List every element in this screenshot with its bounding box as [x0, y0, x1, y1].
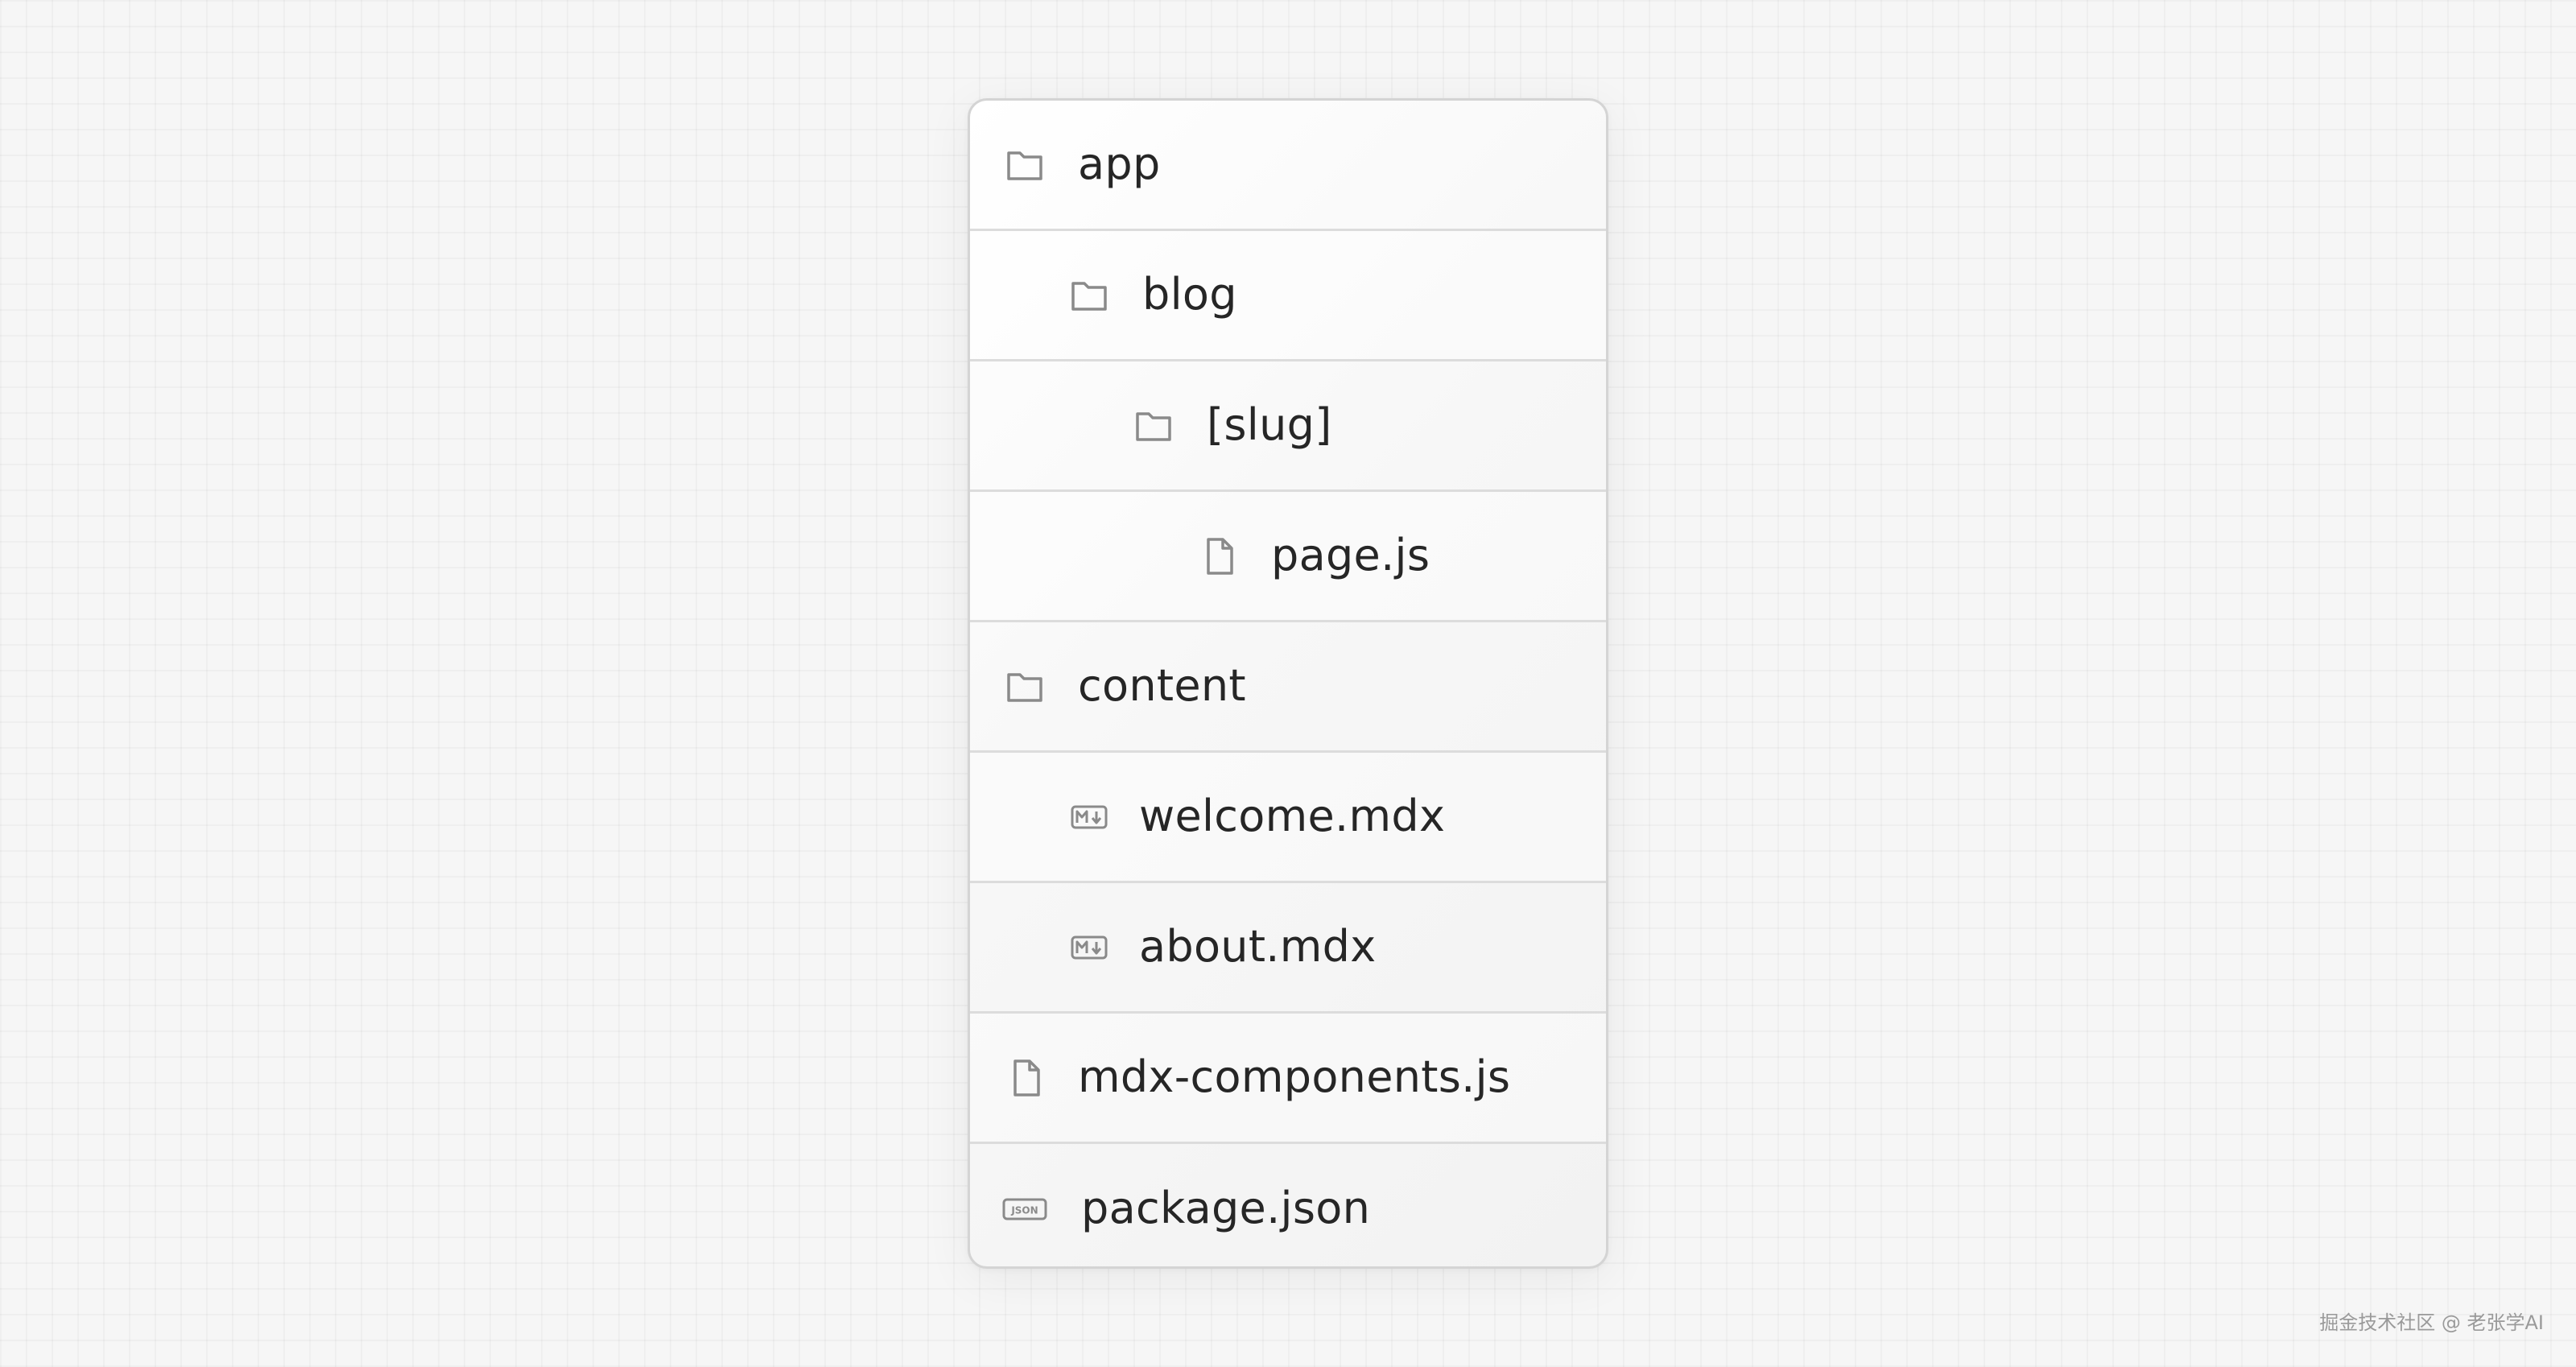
tree-item-label: app [1078, 138, 1161, 189]
tree-row-mdx-components-js[interactable]: mdx-components.js [970, 1014, 1606, 1144]
file-tree: app blog [slug] page.js content welcome.… [968, 98, 1608, 1269]
markdown-icon [1068, 796, 1110, 838]
tree-row-app[interactable]: app [970, 101, 1606, 231]
tree-item-label: [slug] [1207, 399, 1332, 450]
tree-row-page-js[interactable]: page.js [970, 492, 1606, 622]
file-icon [1005, 1057, 1047, 1099]
tree-row-content[interactable]: content [970, 622, 1606, 753]
folder-icon [1133, 405, 1174, 447]
tree-row-welcome-mdx[interactable]: welcome.mdx [970, 753, 1606, 883]
tree-row-about-mdx[interactable]: about.mdx [970, 883, 1606, 1014]
svg-text:JSON: JSON [1010, 1205, 1038, 1216]
tree-item-label: blog [1142, 268, 1237, 320]
tree-item-label: package.json [1081, 1183, 1371, 1234]
tree-row-package-json[interactable]: JSON package.json [970, 1144, 1606, 1266]
folder-icon [1004, 666, 1046, 708]
watermark: 掘金技术社区 @ 老张学AI [2319, 1311, 2544, 1334]
tree-item-label: page.js [1271, 529, 1430, 580]
folder-icon [1004, 144, 1046, 186]
tree-item-label: welcome.mdx [1139, 790, 1446, 841]
tree-item-label: content [1078, 659, 1246, 711]
tree-row-slug[interactable]: [slug] [970, 361, 1606, 492]
tree-row-blog[interactable]: blog [970, 231, 1606, 361]
file-icon [1199, 535, 1241, 577]
folder-icon [1068, 275, 1110, 316]
tree-item-label: mdx-components.js [1078, 1051, 1511, 1102]
tree-item-label: about.mdx [1139, 920, 1377, 972]
markdown-icon [1068, 927, 1110, 968]
json-icon: JSON [1001, 1188, 1049, 1230]
